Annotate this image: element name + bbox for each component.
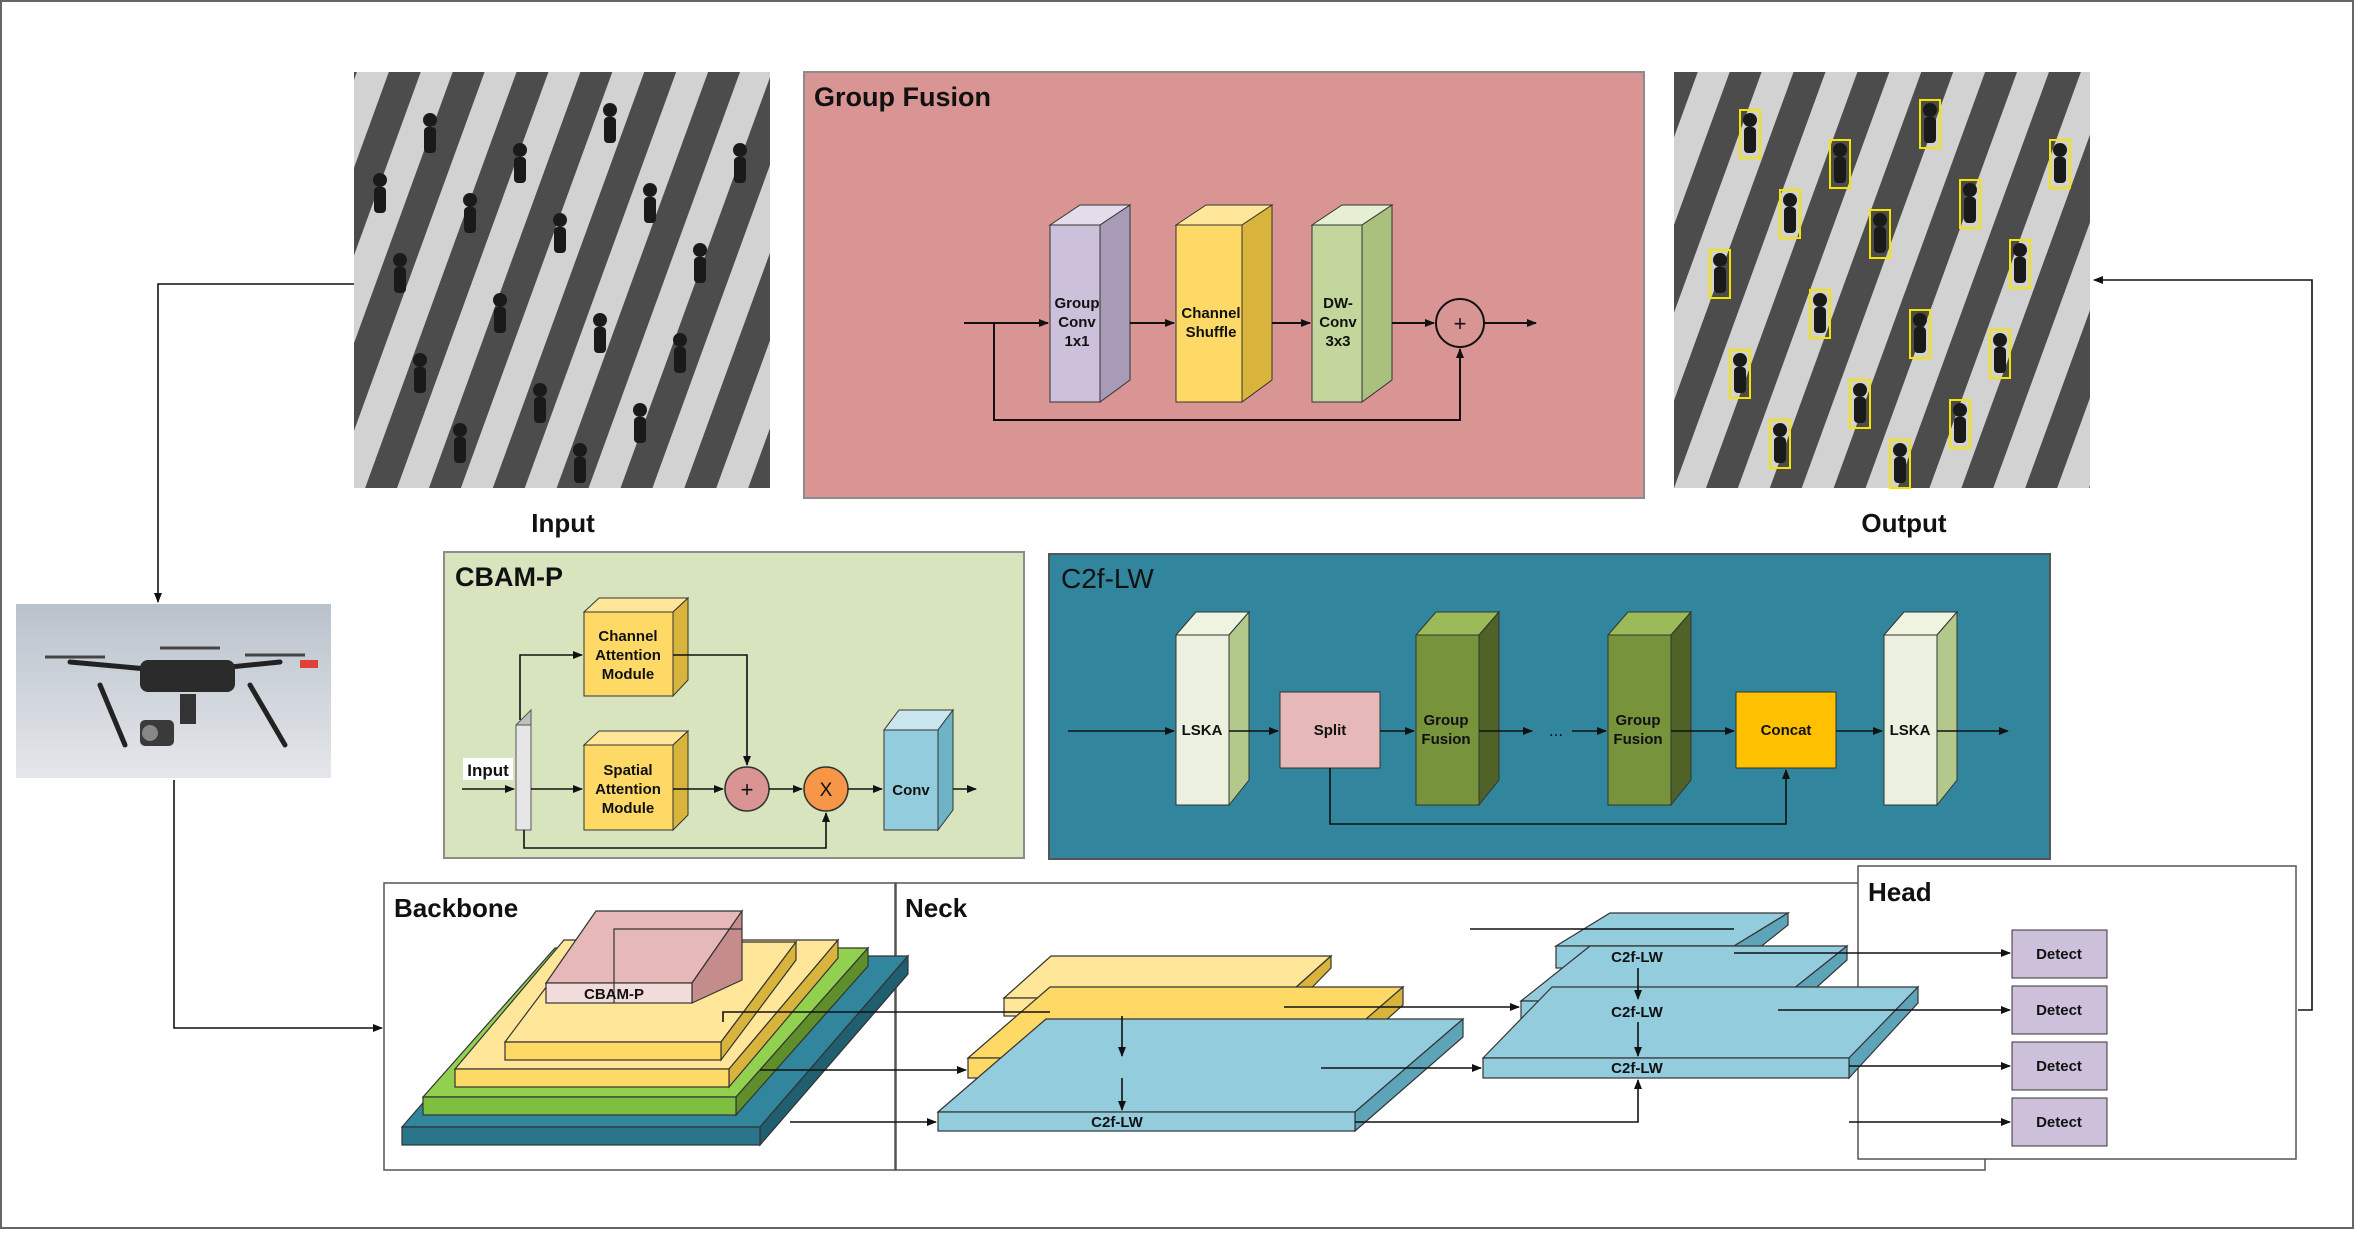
- input-label: Input: [531, 508, 595, 538]
- group-fusion-title: Group Fusion: [814, 82, 991, 112]
- input-image: [354, 72, 770, 488]
- detect-label-4: Detect: [2036, 1114, 2082, 1131]
- svg-text:Channel: Channel: [598, 628, 657, 645]
- backbone-cbam-label: CBAM-P: [584, 986, 644, 1003]
- neck-right-c2f-top-label: C2f-LW: [1611, 949, 1664, 966]
- svg-text:Conv: Conv: [1319, 314, 1357, 331]
- backbone-stack: [400, 909, 910, 1147]
- output-label: Output: [1861, 508, 1947, 538]
- c2f-concat-block: [1735, 691, 1837, 769]
- neck-right-c2f-mid-label: C2f-LW: [1611, 1004, 1664, 1021]
- svg-text:LSKA: LSKA: [1890, 722, 1931, 739]
- svg-text:Group: Group: [1616, 712, 1661, 729]
- neck-right-stack: [1481, 911, 1920, 1080]
- c2f-lw-title: C2f-LW: [1061, 563, 1154, 594]
- c2f-lw-panel: C2f-LW LSKA Split Group Fusion ... Group…: [1048, 553, 2051, 860]
- c2f-group-fusion-2-block: Group Fusion: [1606, 610, 1693, 807]
- svg-text:Fusion: Fusion: [1613, 731, 1662, 748]
- gf-dwconv-block: DW- Conv 3x3: [1310, 204, 1394, 403]
- svg-text:Module: Module: [602, 800, 655, 817]
- svg-text:Channel: Channel: [1181, 305, 1240, 322]
- svg-text:Conv: Conv: [1058, 314, 1096, 331]
- detect-label-2: Detect: [2036, 1002, 2082, 1019]
- svg-text:+: +: [1454, 311, 1467, 336]
- cbam-channel-attention-block: Channel Attention Module: [582, 596, 690, 698]
- flow-arrows: [154, 276, 2313, 1126]
- svg-text:1x1: 1x1: [1064, 333, 1089, 350]
- cbam-spatial-attention-block: Spatial Attention Module: [582, 729, 690, 832]
- svg-text:3x3: 3x3: [1325, 333, 1350, 350]
- neck-title: Neck: [905, 893, 968, 923]
- output-image: [1674, 72, 2090, 489]
- head-title: Head: [1868, 877, 1932, 907]
- cbam-input-label: Input: [467, 761, 509, 780]
- c2f-lska-out-block: LSKA: [1882, 610, 1959, 807]
- svg-text:Split: Split: [1314, 722, 1347, 739]
- backbone-title: Backbone: [394, 893, 518, 923]
- svg-text:+: +: [741, 777, 754, 802]
- cbam-input-label-bg: [463, 758, 513, 780]
- c2f-lska-in-block: LSKA: [1174, 610, 1251, 807]
- svg-text:Spatial: Spatial: [603, 762, 652, 779]
- group-fusion-panel: Group Fusion Group Conv 1x1 Channel Shuf…: [803, 71, 1645, 499]
- svg-text:Fusion: Fusion: [1421, 731, 1470, 748]
- svg-text:Attention: Attention: [595, 781, 661, 798]
- svg-text:DW-: DW-: [1323, 295, 1353, 312]
- svg-text:Module: Module: [602, 666, 655, 683]
- svg-text:Shuffle: Shuffle: [1186, 324, 1237, 341]
- c2f-split-block: [1279, 691, 1381, 769]
- svg-text:Conv: Conv: [892, 782, 930, 799]
- svg-text:Attention: Attention: [595, 647, 661, 664]
- head-detect-boxes: [2011, 929, 2108, 1147]
- svg-text:X: X: [820, 780, 833, 801]
- backbone-frame: [383, 882, 897, 1171]
- c2f-group-fusion-1-block: Group Fusion: [1414, 610, 1501, 807]
- c2f-ellipsis: ...: [1549, 721, 1563, 740]
- gf-group-conv-block: Group Conv 1x1: [1048, 204, 1132, 403]
- cbam-p-title: CBAM-P: [455, 562, 563, 592]
- cbam-p-panel: CBAM-P Input Channel Attention Module Sp…: [443, 551, 1025, 859]
- svg-text:Group: Group: [1424, 712, 1469, 729]
- svg-text:Concat: Concat: [1761, 722, 1812, 739]
- svg-text:Group: Group: [1055, 295, 1100, 312]
- cbam-conv-block: Conv: [883, 708, 954, 832]
- neck-left-stack: [936, 954, 1465, 1133]
- detect-label-3: Detect: [2036, 1058, 2082, 1075]
- svg-text:LSKA: LSKA: [1182, 722, 1223, 739]
- detect-label-1: Detect: [2036, 946, 2082, 963]
- drone-image: [16, 604, 331, 778]
- neck-right-c2f-bot-label: C2f-LW: [1611, 1060, 1664, 1077]
- neck-left-c2f-label: C2f-LW: [1091, 1114, 1144, 1131]
- gf-channel-shuffle-block: Channel Shuffle: [1174, 204, 1274, 403]
